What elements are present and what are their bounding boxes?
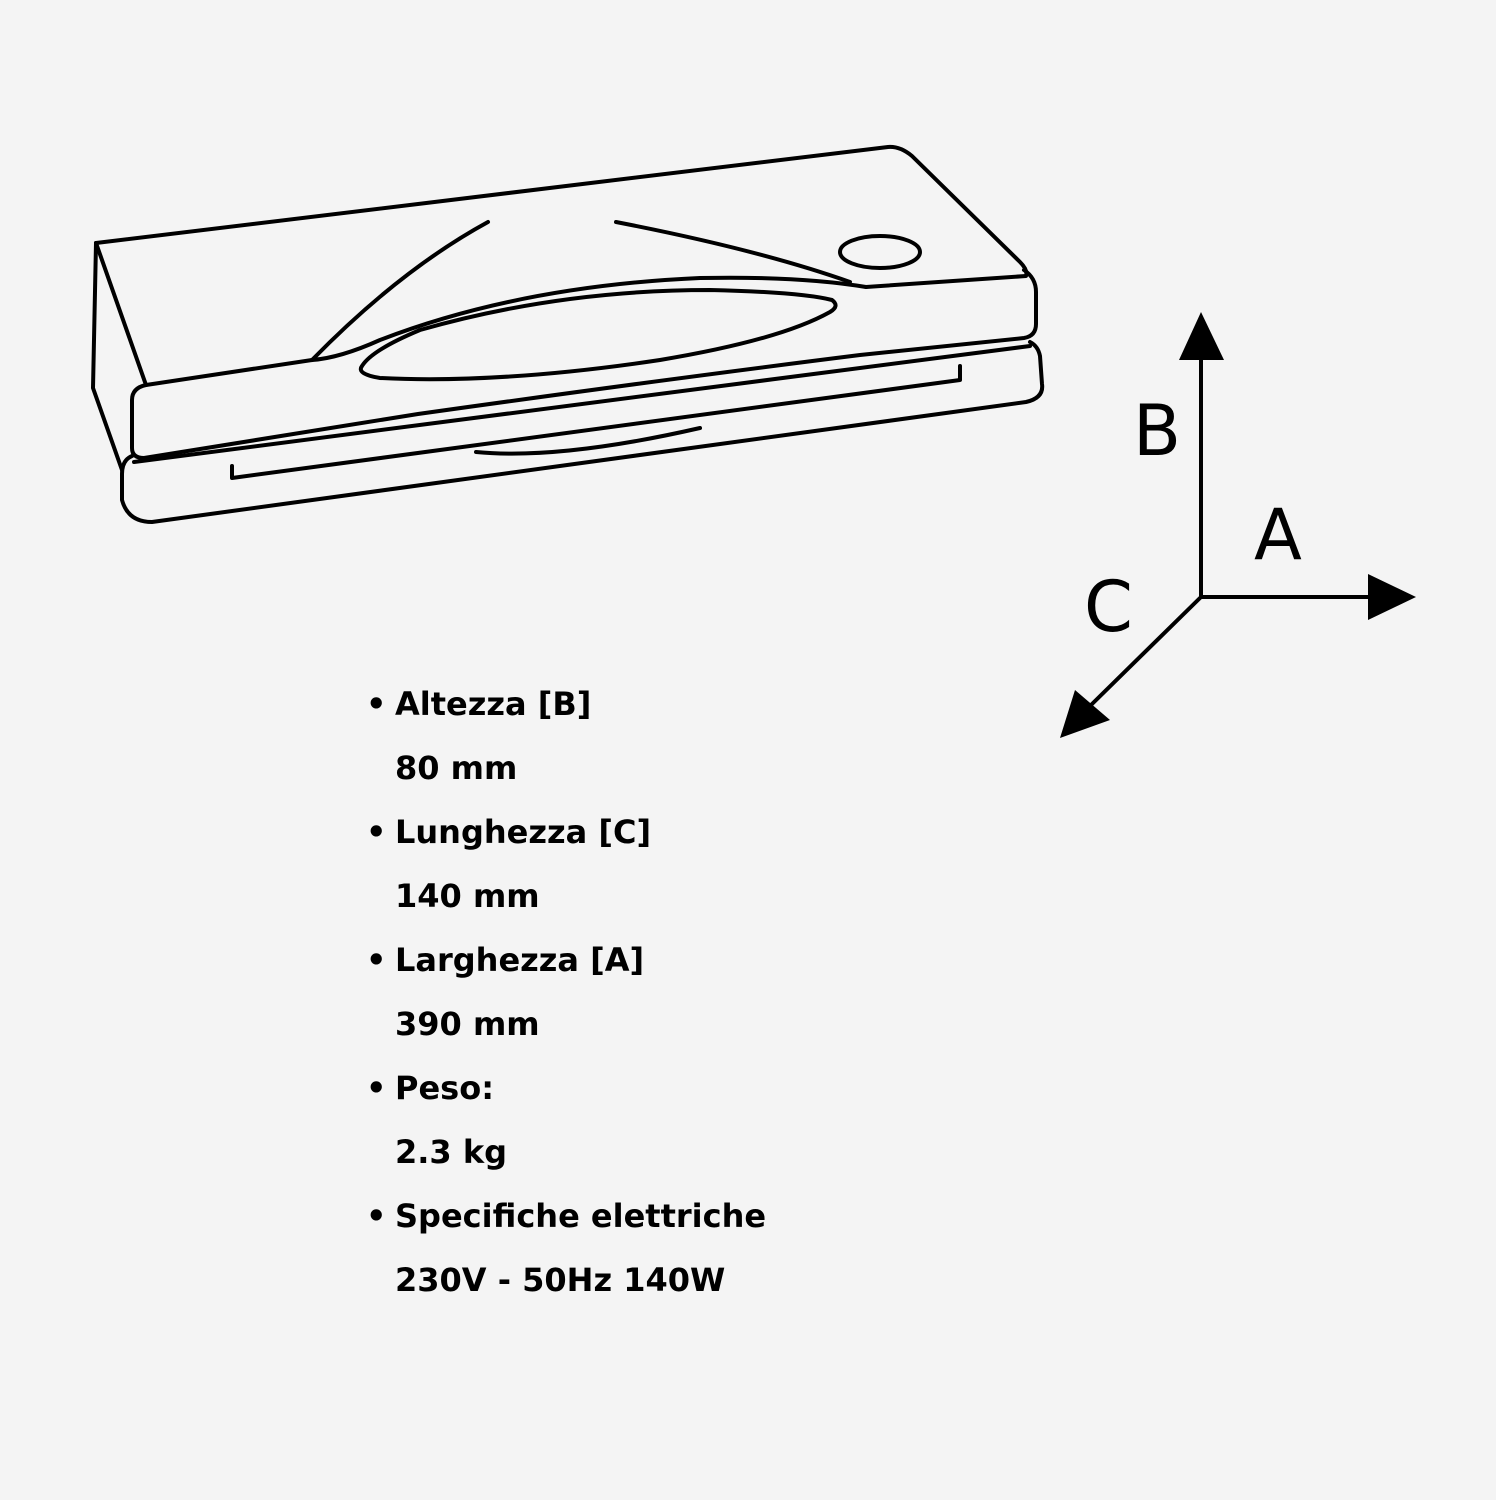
- spec-item-elettriche: •Specifiche elettriche 230V - 50Hz 140W: [366, 1184, 766, 1312]
- spec-label-peso: Peso:: [395, 1069, 494, 1107]
- spec-list: •Altezza [B] 80 mm •Lunghezza [C] 140 mm…: [366, 672, 766, 1312]
- spec-value-lunghezza: 140 mm: [395, 877, 540, 915]
- seam-line: [132, 344, 1032, 464]
- lid-left-edge: [94, 241, 148, 387]
- handle-band: [310, 275, 868, 362]
- lid-front-edge: [144, 358, 314, 387]
- handle-recess: [358, 288, 838, 382]
- axis-c-arrowhead: [1060, 690, 1110, 738]
- bullet-icon: •: [366, 685, 387, 723]
- axis-b-arrowhead: [1179, 312, 1224, 360]
- spec-value-peso: 2.3 kg: [395, 1133, 508, 1171]
- axis-a-arrowhead: [1368, 574, 1416, 620]
- body-left-side: [91, 241, 124, 472]
- spec-label-lunghezza: Lunghezza [C]: [395, 813, 652, 851]
- spec-item-altezza: •Altezza [B] 80 mm: [366, 672, 766, 800]
- bullet-icon: •: [366, 1197, 387, 1235]
- bullet-icon: •: [366, 813, 387, 851]
- axis-label-a: A: [1254, 494, 1302, 576]
- spec-label-altezza: Altezza [B]: [395, 685, 592, 723]
- lid-front-panel: [130, 268, 1038, 460]
- bullet-icon: •: [366, 1069, 387, 1107]
- control-button: [838, 234, 922, 270]
- axis-label-b: B: [1133, 390, 1182, 472]
- spec-value-larghezza: 390 mm: [395, 1005, 540, 1043]
- spec-item-lunghezza: •Lunghezza [C] 140 mm: [366, 800, 766, 928]
- spec-value-altezza: 80 mm: [395, 749, 518, 787]
- lid-groove-left: [310, 220, 490, 362]
- bullet-icon: •: [366, 941, 387, 979]
- lid-groove-right: [614, 220, 852, 284]
- lower-lip-curve: [474, 426, 702, 456]
- axis-c-line: [1088, 595, 1203, 708]
- spec-label-larghezza: Larghezza [A]: [395, 941, 645, 979]
- spec-label-elettriche: Specifiche elettriche: [395, 1197, 767, 1235]
- spec-value-elettriche: 230V - 50Hz 140W: [395, 1261, 726, 1299]
- front-slot: [230, 364, 962, 480]
- axis-label-c: C: [1084, 566, 1133, 648]
- base-outline: [120, 340, 1045, 524]
- spec-item-larghezza: •Larghezza [A] 390 mm: [366, 928, 766, 1056]
- spec-item-peso: •Peso: 2.3 kg: [366, 1056, 766, 1184]
